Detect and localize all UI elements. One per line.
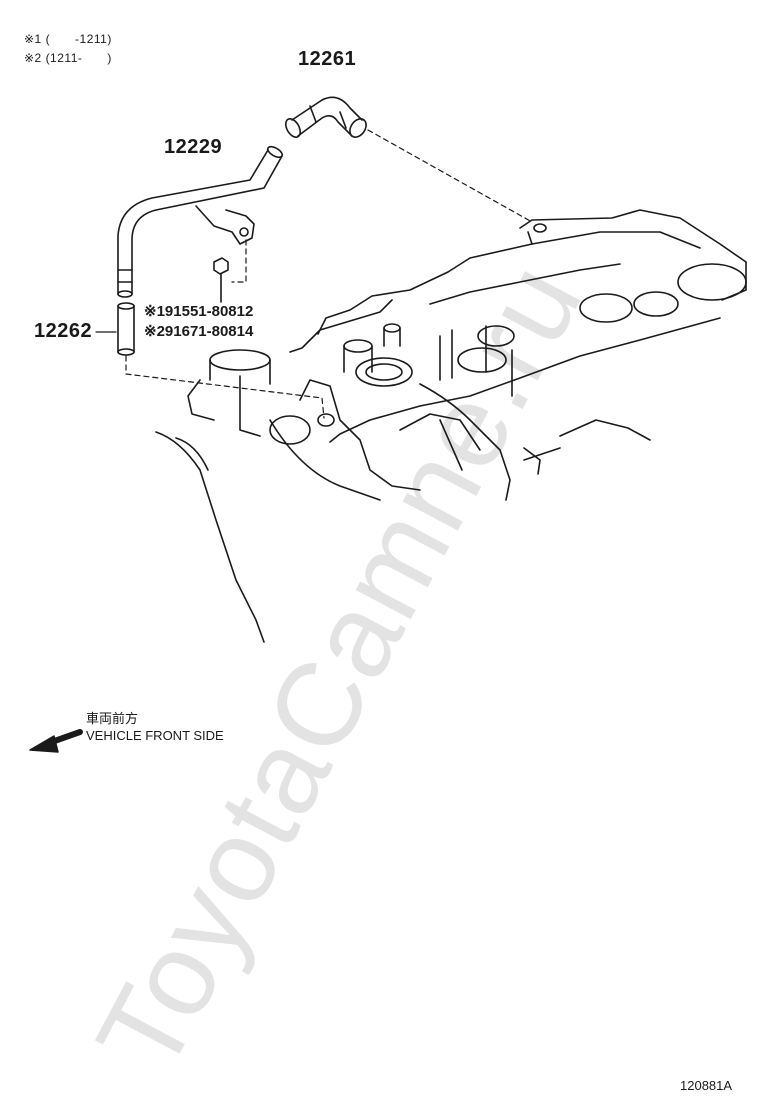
leader-bracket bbox=[231, 239, 247, 283]
diagram-id: 120881A bbox=[680, 1078, 733, 1093]
pipe-12229-drawing bbox=[117, 145, 284, 298]
direction-label-jp: 車両前方 bbox=[86, 711, 139, 726]
bolt-drawing bbox=[213, 257, 229, 303]
vehicle-front-arrow-icon bbox=[29, 729, 83, 753]
hose-12262-drawing bbox=[117, 302, 135, 356]
part-number-12262[interactable]: 12262 bbox=[34, 320, 93, 342]
part-number-bolt-1[interactable]: ※191551-80812 bbox=[144, 303, 254, 320]
engine-drawing bbox=[155, 209, 747, 643]
note-1: ※1 ( -1211) bbox=[24, 32, 112, 46]
leader-12262 bbox=[125, 355, 325, 419]
hose-12261-drawing bbox=[284, 96, 367, 138]
direction-label-en: VEHICLE FRONT SIDE bbox=[86, 728, 224, 743]
note-2: ※2 (1211- ) bbox=[24, 51, 112, 65]
part-number-bolt-2[interactable]: ※291671-80814 bbox=[144, 323, 254, 340]
part-number-12229[interactable]: 12229 bbox=[164, 136, 223, 158]
leader-12261 bbox=[367, 129, 533, 223]
part-number-12261[interactable]: 12261 bbox=[298, 48, 357, 70]
